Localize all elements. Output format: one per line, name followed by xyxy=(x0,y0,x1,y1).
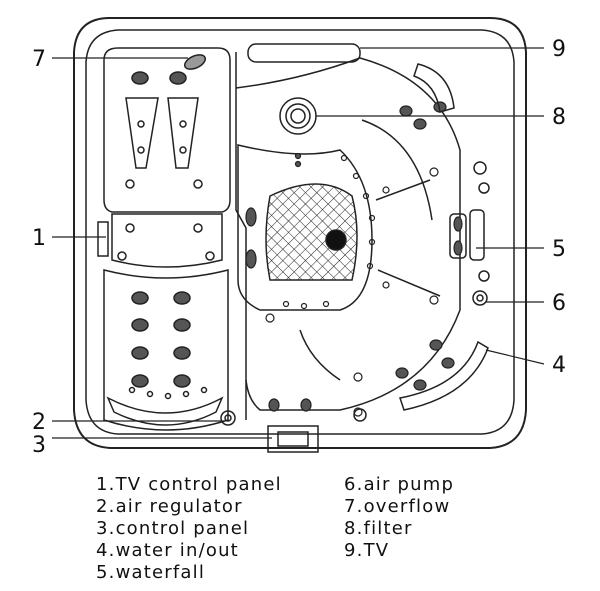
control-panel xyxy=(267,425,319,453)
seat-jets xyxy=(268,101,455,412)
callout-number-2: 2 xyxy=(32,410,46,435)
legend-item-7: 7.overflow xyxy=(344,496,451,517)
legend-left-column: 1.TV control panel 2.air regulator 3.con… xyxy=(96,474,282,584)
lounger-seat xyxy=(103,47,247,431)
dual-jets xyxy=(245,152,463,269)
tub-shell xyxy=(73,17,527,449)
lounger-back-panels xyxy=(117,97,215,261)
hot-tub-diagram: 1 2 3 4 5 6 7 8 9 xyxy=(32,17,566,458)
callout-number-5: 5 xyxy=(552,237,566,262)
legend-item-8: 8.filter xyxy=(344,518,413,539)
legend-right-column: 6.air pump 7.overflow 8.filter 9.TV xyxy=(344,474,454,562)
callout-number-8: 8 xyxy=(552,105,566,130)
air-pump xyxy=(472,161,490,306)
legend-item-9: 9.TV xyxy=(344,540,390,561)
legend-item-4: 4.water in/out xyxy=(96,540,239,561)
air-regulator-arc xyxy=(106,386,224,426)
waterfall xyxy=(449,209,485,261)
legend-item-2: 2.air regulator xyxy=(96,496,243,517)
callout-number-9: 9 xyxy=(552,37,566,62)
tv-recess xyxy=(247,43,361,63)
lounger-jets xyxy=(131,71,191,388)
footwell xyxy=(237,144,373,311)
callout-number-6: 6 xyxy=(552,291,566,316)
filter xyxy=(279,97,317,135)
tv-control-panel xyxy=(97,221,109,257)
callout-number-1: 1 xyxy=(32,226,46,251)
small-jets xyxy=(265,154,439,417)
callout-number-4: 4 xyxy=(552,353,566,378)
legend-item-1: 1.TV control panel xyxy=(96,474,282,495)
callout-number-7: 7 xyxy=(32,47,46,72)
water-in-out xyxy=(399,63,489,411)
overflow xyxy=(183,54,207,70)
right-seats xyxy=(235,57,461,411)
callout-leaders xyxy=(52,47,545,439)
callout-number-3: 3 xyxy=(32,433,46,458)
legend-item-5: 5.waterfall xyxy=(96,562,206,583)
legend-item-3: 3.control panel xyxy=(96,518,250,539)
air-regulator-knob xyxy=(220,408,367,426)
legend-item-6: 6.air pump xyxy=(344,474,455,495)
